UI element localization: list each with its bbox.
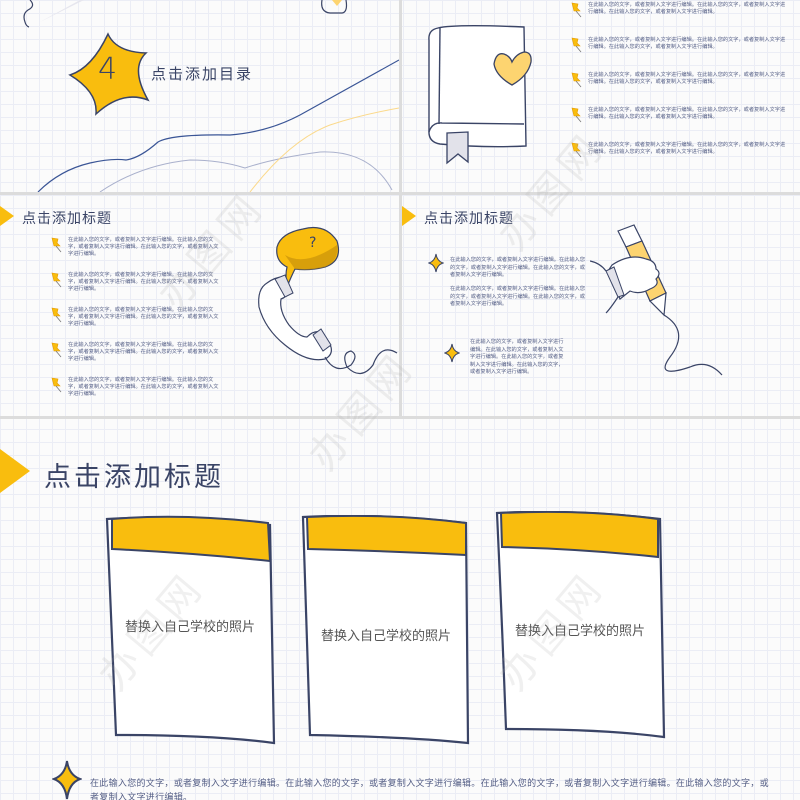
list-item-text: 在此输入您的文字，或者复制入文字进行编辑。在此输入您的文字，或者复制入文字进行编… [68,307,219,327]
toc-number: 4 [98,52,118,87]
list-item-text: 在此输入您的文字，或者复制入文字进行编辑。在此输入您的文字，或者复制入文字进行编… [588,2,786,15]
sparkle-icon [428,253,444,273]
slide-book[interactable]: 在此输入您的文字，或者复制入文字进行编辑。在此输入您的文字，或者复制入文字进行编… [402,0,800,192]
star-badge-icon [68,32,150,116]
paragraph-text: 在此输入您的文字，或者复制入文字进行编辑。在此输入您的文字，或者复制入文字进行编… [470,339,564,376]
book-icon [428,25,532,165]
list-item-text: 在此输入您的文字，或者复制入文字进行编辑。在此输入您的文字，或者复制入文字进行编… [68,272,219,292]
pushpin-icon [571,142,582,158]
pushpin-icon [571,2,582,18]
list-item: 在此输入您的文字，或者复制入文字进行编辑。在此输入您的文字，或者复制入文字进行编… [570,142,790,158]
slide-photos[interactable]: 点击添加标题 替换入自己学校的照片 替换入自己学校的照片 替换入自己学校的照片 … [0,419,800,800]
photo-frame-icon [495,511,666,739]
hand-holding-pencil-icon [590,224,723,376]
slide-phone[interactable]: 点击添加标题 在此输入您的文字，或者复制入文字进行编辑。在此输入您的文字，或者复… [0,195,399,416]
list-item: 在此输入您的文字，或者复制入文字进行编辑。在此输入您的文字，或者复制入文字进行编… [50,237,220,258]
toc-label[interactable]: 点击添加目录 [151,65,254,83]
question-mark: ? [309,235,317,251]
paragraph-text: 在此输入您的文字，或者复制入文字进行编辑。在此输入您的文字，或者复制入文字进行编… [450,257,585,279]
list-item-text: 在此输入您的文字，或者复制入文字进行编辑。在此输入您的文字，或者复制入文字进行编… [588,142,786,155]
list-item: 在此输入您的文字，或者复制入文字进行编辑。在此输入您的文字，或者复制入文字进行编… [570,107,790,123]
photo-placeholder-label[interactable]: 替换入自己学校的照片 [514,624,645,639]
photo-placeholder-label[interactable]: 替换入自己学校的照片 [320,629,451,644]
pushpin-icon [571,37,582,53]
title-marker-icon [0,206,14,226]
list-item-text: 在此输入您的文字，或者复制入文字进行编辑。在此输入您的文字，或者复制入文字进行编… [588,37,786,50]
list-item-text: 在此输入您的文字，或者复制入文字进行编辑。在此输入您的文字，或者复制入文字进行编… [588,72,786,85]
pushpin-icon [51,307,62,323]
slide-title[interactable]: 点击添加标题 [424,211,514,227]
list-item: 在此输入您的文字，或者复制入文字进行编辑。在此输入您的文字，或者复制入文字进行编… [570,2,790,18]
photo-frame-icon [105,515,276,745]
list-item-text: 在此输入您的文字，或者复制入文字进行编辑。在此输入您的文字，或者复制入文字进行编… [68,342,219,362]
slide-pencil[interactable]: 点击添加标题 在此输入您的文字，或者复制入文字进行编辑。在此输入您的文字，或者复… [402,195,800,416]
pushpin-icon [51,272,62,288]
list-item: 在此输入您的文字，或者复制入文字进行编辑。在此输入您的文字，或者复制入文字进行编… [50,272,220,293]
pushpin-icon [571,107,582,123]
decorative-lines-icon [23,0,399,192]
pushpin-icon [571,72,582,88]
sparkle-icon [444,343,460,363]
pushpin-icon [51,342,62,358]
paragraph-text: 在此输入您的文字，或者复制入文字进行编辑。在此输入您的文字，或者复制入文字进行编… [450,286,585,308]
photo-frame-icon [301,515,470,745]
list-item-text: 在此输入您的文字，或者复制入文字进行编辑。在此输入您的文字，或者复制入文字进行编… [68,377,219,397]
footer-paragraph: 在此输入您的文字，或者复制入文字进行编辑。在此输入您的文字，或者复制入文字进行编… [90,779,769,800]
list-item-text: 在此输入您的文字，或者复制入文字进行编辑。在此输入您的文字，或者复制入文字进行编… [68,237,219,257]
sparkle-icon [52,760,82,800]
telephone-icon [258,226,398,375]
slide-toc[interactable]: 4 点击添加目录 [0,0,399,192]
list-item: 在此输入您的文字，或者复制入文字进行编辑。在此输入您的文字，或者复制入文字进行编… [50,342,220,363]
title-marker-icon [0,449,30,493]
list-item: 在此输入您的文字，或者复制入文字进行编辑。在此输入您的文字，或者复制入文字进行编… [570,37,790,53]
slide-title[interactable]: 点击添加标题 [44,462,224,493]
photo-placeholder-label[interactable]: 替换入自己学校的照片 [124,620,255,635]
pushpin-icon [51,377,62,393]
list-item-text: 在此输入您的文字，或者复制入文字进行编辑。在此输入您的文字，或者复制入文字进行编… [588,107,786,120]
slide-title[interactable]: 点击添加标题 [22,211,112,227]
list-item: 在此输入您的文字，或者复制入文字进行编辑。在此输入您的文字，或者复制入文字进行编… [570,72,790,88]
list-item: 在此输入您的文字，或者复制入文字进行编辑。在此输入您的文字，或者复制入文字进行编… [50,377,220,398]
list-item: 在此输入您的文字，或者复制入文字进行编辑。在此输入您的文字，或者复制入文字进行编… [50,307,220,328]
slide-divider [399,0,402,418]
title-marker-icon [402,206,416,226]
pushpin-icon [51,237,62,253]
